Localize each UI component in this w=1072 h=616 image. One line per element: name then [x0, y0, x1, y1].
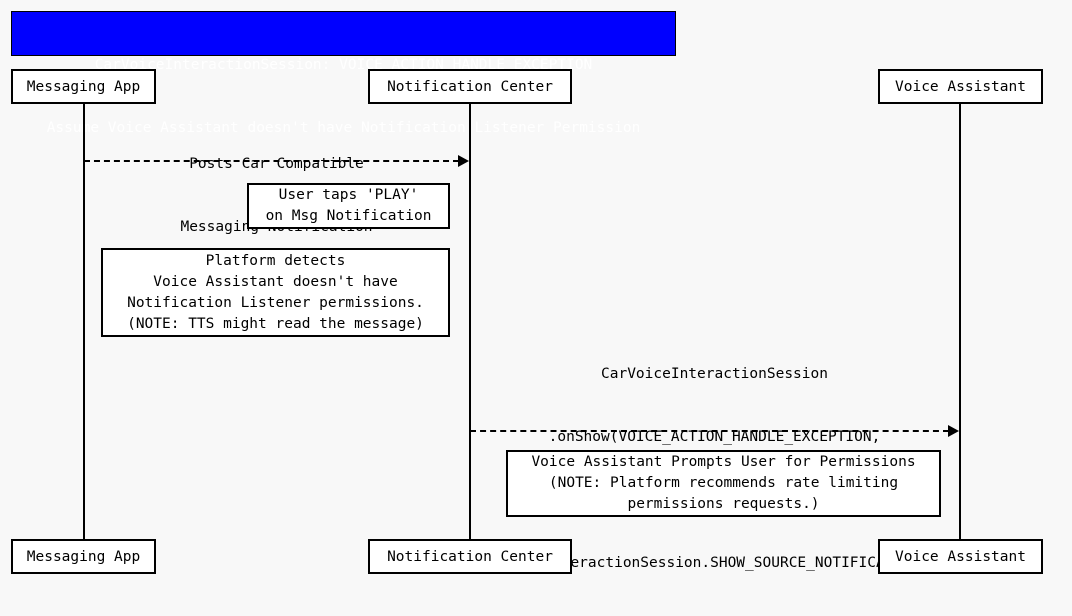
participant-label: Voice Assistant — [895, 548, 1026, 565]
participant-label: Messaging App — [26, 78, 141, 95]
lifeline-voice-assistant — [959, 104, 961, 539]
participant-bottom-notification-center[interactable]: Notification Center — [368, 539, 572, 574]
note-line-2: Voice Assistant doesn't have — [153, 273, 398, 290]
message-line-4: VoiceInteractionSession.SHOW_SOURCE_NOTI… — [500, 555, 929, 571]
participant-top-notification-center[interactable]: Notification Center — [368, 69, 572, 104]
participant-top-messaging-app[interactable]: Messaging App — [11, 69, 156, 104]
message-arrowhead-post-notification — [458, 155, 469, 167]
message-line-1: CarVoiceInteractionSession — [601, 366, 828, 382]
participant-bottom-voice-assistant[interactable]: Voice Assistant — [878, 539, 1043, 574]
participant-label: Messaging App — [26, 548, 141, 565]
note-line-1: Platform detects — [205, 252, 346, 269]
note-line-2: on Msg Notification — [265, 208, 432, 224]
diagram-title-banner: CarVoiceInteractionSession: VOICE_ACTION… — [11, 11, 676, 136]
participant-label: Voice Assistant — [895, 78, 1026, 95]
message-line-2: .onShow(VOICE_ACTION_HANDLE_EXCEPTION, — [548, 429, 881, 445]
note-line-2: (NOTE: Platform recommends rate limiting — [548, 475, 899, 491]
lifeline-notification-center — [469, 104, 471, 539]
message-line-1: Posts Car Compatible — [189, 156, 364, 172]
note-line-4: (NOTE: TTS might read the message) — [127, 315, 424, 332]
note-line-1: User taps 'PLAY' — [278, 187, 419, 203]
sequence-diagram-canvas: CarVoiceInteractionSession: VOICE_ACTION… — [11, 11, 1043, 574]
message-arrowhead-on-show — [948, 425, 959, 437]
note-platform-detects: Platform detects Voice Assistant doesn't… — [101, 248, 450, 337]
note-prompts-permissions: Voice Assistant Prompts User for Permiss… — [506, 450, 941, 517]
note-user-taps-play: User taps 'PLAY' on Msg Notification — [247, 183, 450, 229]
lifeline-messaging-app — [83, 104, 85, 539]
participant-top-voice-assistant[interactable]: Voice Assistant — [878, 69, 1043, 104]
participant-bottom-messaging-app[interactable]: Messaging App — [11, 539, 156, 574]
participant-label: Notification Center — [387, 548, 553, 565]
note-line-1: Voice Assistant Prompts User for Permiss… — [531, 454, 916, 470]
diagram-title-line-2: Assume Voice Assistant doesn't have Noti… — [46, 120, 641, 136]
note-line-3: Notification Listener permissions. — [127, 294, 424, 311]
note-line-3: permissions requests.) — [627, 496, 820, 512]
participant-label: Notification Center — [387, 78, 553, 95]
message-arrow-post-notification — [84, 160, 459, 162]
message-arrow-on-show — [470, 430, 949, 432]
